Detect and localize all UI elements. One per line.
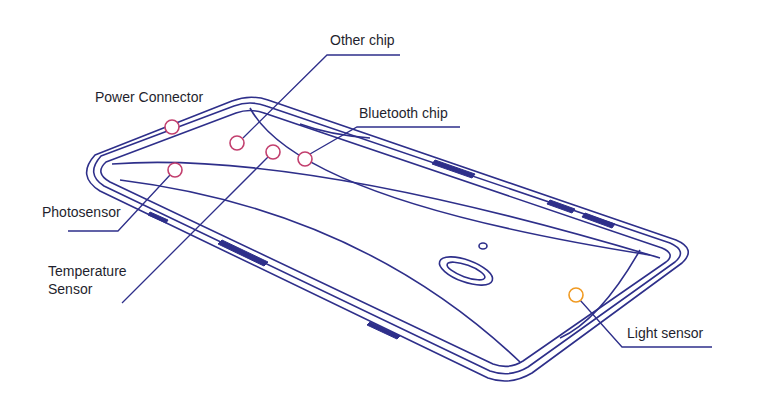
part-label: Power Connector xyxy=(95,88,235,106)
part-label: Photosensor xyxy=(42,203,152,221)
label-anchor: Power Connector xyxy=(95,88,235,106)
phone-outline xyxy=(87,97,689,381)
part-markers xyxy=(165,120,583,302)
part-label: Temperature Sensor xyxy=(48,262,140,298)
camera xyxy=(436,243,496,291)
label-anchor: Other chip xyxy=(330,31,450,49)
label-anchor: Bluetooth chip xyxy=(359,104,489,122)
part-label: Other chip xyxy=(330,31,450,49)
side-buttons xyxy=(148,160,615,339)
part-label: Bluetooth chip xyxy=(359,104,489,122)
label-anchor: Photosensor xyxy=(42,203,152,221)
label-anchor: Temperature Sensor xyxy=(48,262,140,298)
label-anchor: Light sensor xyxy=(627,324,747,342)
part-label: Light sensor xyxy=(627,324,747,342)
leader-lines xyxy=(68,55,712,347)
